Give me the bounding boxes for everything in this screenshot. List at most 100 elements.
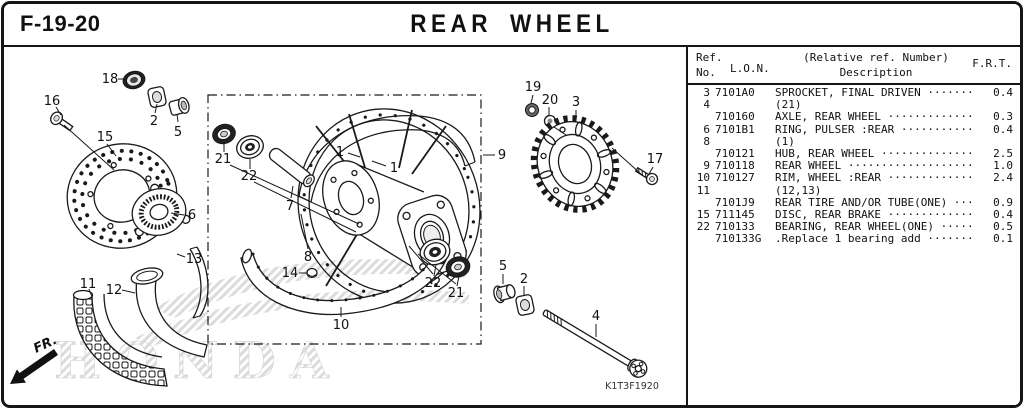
cell-ref: 8 [703,134,710,148]
cell-desc: (12,13) [775,183,822,197]
cell-desc: RIM, WHEEL :REAR ············· [775,171,974,185]
cell-desc: REAR WHEEL ··················· [775,159,974,173]
table-row: 10 710127 RIM, WHEEL :REAR ············· 2.… [688,172,1020,184]
assembly-boundary-box [207,94,482,345]
table-row: 710121 HUB, REAR WHEEL ·············· 2.5 [688,147,1020,161]
callout-1a: 1 [336,145,344,160]
cell-ref: 10 [696,171,710,185]
cell-lon: 710127 [715,171,755,185]
column-description: (Relative ref. Number)Description [803,51,949,79]
callout-20: 20 [542,93,559,108]
callout-12: 12 [106,283,123,298]
cell-desc: AXLE, REAR WHEEL ············· [775,110,974,124]
cell-ref [688,111,710,123]
cell-lon: 711145 [715,208,755,222]
fr-direction-arrow: FR. [10,333,60,384]
callout-13: 13 [186,252,203,267]
cell-desc: (21) [775,98,802,112]
callout-18: 18 [102,72,119,87]
drawing-code: K1T3F1920 [605,381,659,392]
table-row: 3 7101A0 SPROCKET, FINAL DRIVEN ······· 0.4 [688,86,1020,99]
cell-desc: SPROCKET, FINAL DRIVEN ······· [775,86,974,99]
table-row: 710133G.Replace 1 bearing add ·······0.1 [688,233,1020,245]
parts-table-header: Ref.No. L.O.N. (Relative ref. Number)Des… [688,47,1020,85]
final-driven-sprocket-part [530,115,620,213]
cell-desc: (1) [775,134,795,148]
callout-8: 8 [304,250,312,265]
callout-19: 19 [525,80,542,95]
table-row: 6 7101B1 RING, PULSER :REAR ··········· 0.4 [688,122,1020,136]
cell-desc: .Replace 1 bearing add ······· [775,232,974,246]
column-frt: F.R.T. [972,57,1012,70]
cell-frt: 0.4 [993,122,1013,136]
page-code: F-19-20 [20,11,101,36]
cell-lon: 710133 [715,220,755,234]
cell-ref: 9 [703,159,710,173]
cell-desc: BEARING, REAR WHEEL(ONE) ····· [775,220,974,234]
spacer-collar-part [268,147,315,188]
cell-ref [688,233,710,245]
callout-4: 4 [592,309,600,324]
cell-desc: RING, PULSER :REAR ··········· [775,122,974,136]
inner-tube-part [130,267,208,358]
callouts: 18 2 5 16 15 6 13 11 12 21 22 7 1 1 8 14… [44,72,664,333]
cell-lon: 7101B1 [715,122,755,136]
callout-7: 7 [286,199,294,214]
arrow-icon [10,349,58,384]
leader-lines [55,78,654,337]
callout-2-right: 2 [520,272,528,287]
cell-ref: 15 [696,208,710,222]
cell-ref: 11 [696,183,710,197]
callout-21-left: 21 [215,152,232,167]
cell-ref: 6 [703,122,710,136]
cell-lon: 7101A0 [715,86,755,99]
table-row: 4 (21) [688,98,1020,112]
tire-part [72,289,168,387]
exploded-diagram: HONDA [4,46,686,405]
table-row: 7101J9 REAR TIRE AND/OR TUBE(ONE) ··· 0.9 [688,195,1020,209]
cell-frt: 2.4 [993,171,1013,185]
callout-6: 6 [188,208,196,223]
cell-ref: 3 [703,86,710,99]
table-row: 11 (12,13) [688,183,1020,197]
parts-table-body: 3 7101A0 SPROCKET, FINAL DRIVEN ······· 0.4… [688,85,1020,246]
cell-desc: REAR TIRE AND/OR TUBE(ONE) ··· [775,195,974,209]
cell-frt: 0.1 [993,232,1013,246]
callout-22-right: 22 [425,276,442,291]
cell-frt [981,185,1020,197]
cell-frt: 2.5 [993,147,1013,161]
collar-right [493,284,516,304]
cell-lon: 710121 [715,147,755,161]
sprocket-bolt-part [634,166,659,186]
page-title: REAR WHEEL [410,10,614,38]
cell-lon: 7101J9 [715,195,755,209]
collar-left [168,96,190,116]
cell-frt: 0.4 [993,208,1013,222]
cell-frt: 0.4 [993,86,1013,99]
callout-16: 16 [44,94,61,109]
callout-15: 15 [97,130,114,145]
cell-lon: 710160 [715,110,755,124]
cell-ref: 4 [703,98,710,112]
flange-nut-part [122,70,146,90]
sprocket-nut-part [525,103,539,117]
callout-17: 17 [647,152,664,167]
callout-22-left: 22 [241,169,258,184]
cell-frt: 0.9 [993,195,1013,209]
bearing-22-left [236,135,264,159]
callout-5-left: 5 [174,125,182,140]
callout-9: 9 [498,148,506,163]
cell-lon: 710118 [715,159,755,173]
bolt-16-part [50,111,74,132]
bearing-21-left [212,123,236,145]
cell-frt: 0.5 [993,220,1013,234]
cell-desc: HUB, REAR WHEEL ·············· [775,147,974,161]
table-row: 8 (1) [688,134,1020,148]
column-ref-no: Ref.No. [696,51,723,79]
